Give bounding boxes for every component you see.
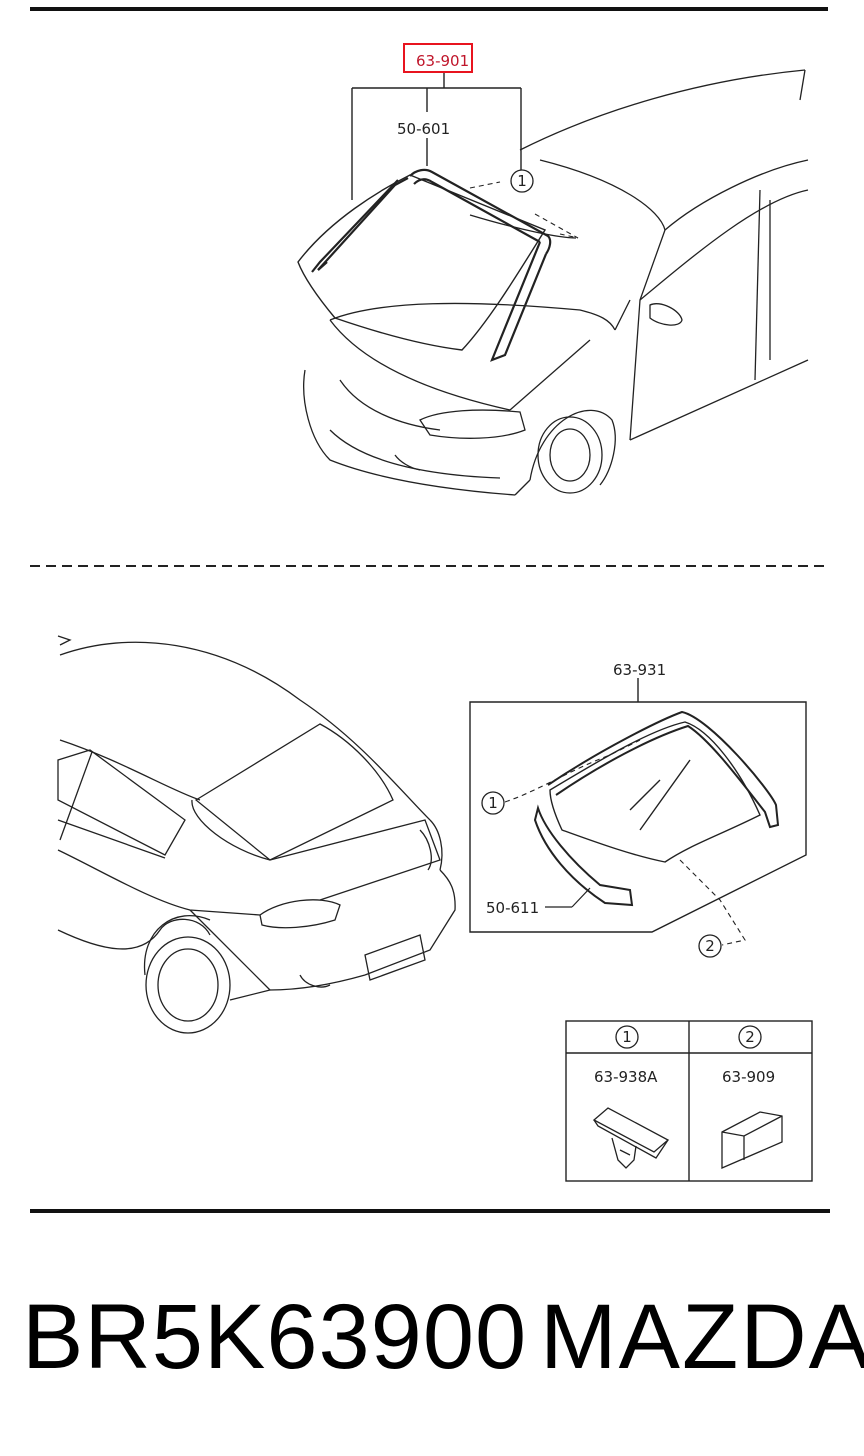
spacer-ref-circle-rear[interactable]: 2: [698, 934, 722, 958]
windshield-moulding[interactable]: [311, 168, 552, 362]
highlight-box: [403, 43, 473, 73]
part-label-50-611[interactable]: 50-611: [486, 899, 539, 917]
legend-table: [565, 1020, 813, 1182]
legend-part-63-909[interactable]: 63-909: [722, 1068, 775, 1086]
part-number-text: BR5K63900: [22, 1286, 528, 1388]
legend-ref-1: 1: [615, 1025, 639, 1049]
clip-ref-circle-rear[interactable]: 1: [481, 791, 505, 815]
brand-text: MAZDA: [540, 1286, 864, 1388]
svg-text:1: 1: [622, 1028, 632, 1046]
part-label-63-931[interactable]: 63-931: [613, 661, 666, 679]
clip-leader-top: [469, 181, 579, 239]
svg-text:2: 2: [705, 937, 715, 955]
clip-leader-rear: [504, 739, 641, 803]
callout-bracket-top: [351, 72, 522, 200]
legend-part-63-938A[interactable]: 63-938A: [594, 1068, 658, 1086]
legend-ref-2: 2: [738, 1025, 762, 1049]
spacer-icon: [721, 1111, 783, 1169]
rear-assembly-box: [469, 678, 807, 933]
rear-glass-leader-diag: [571, 887, 591, 908]
front-car-illustration: [303, 69, 809, 496]
part-label-50-601[interactable]: 50-601: [397, 120, 450, 138]
rear-glass-moulding[interactable]: [533, 710, 780, 907]
clip-icon: [592, 1107, 670, 1169]
spacer-leader-rear: [679, 859, 746, 946]
clip-ref-circle-top[interactable]: 1: [510, 169, 534, 193]
footer: BR5K63900 MAZDA: [0, 1285, 864, 1405]
rear-glass[interactable]: [549, 721, 761, 863]
rear-car-illustration: [57, 635, 456, 1034]
svg-text:1: 1: [517, 172, 527, 190]
svg-text:1: 1: [488, 794, 498, 812]
svg-text:2: 2: [745, 1028, 755, 1046]
windshield-glass[interactable]: [297, 174, 547, 351]
part-label-63-901[interactable]: 63-901: [416, 52, 469, 70]
